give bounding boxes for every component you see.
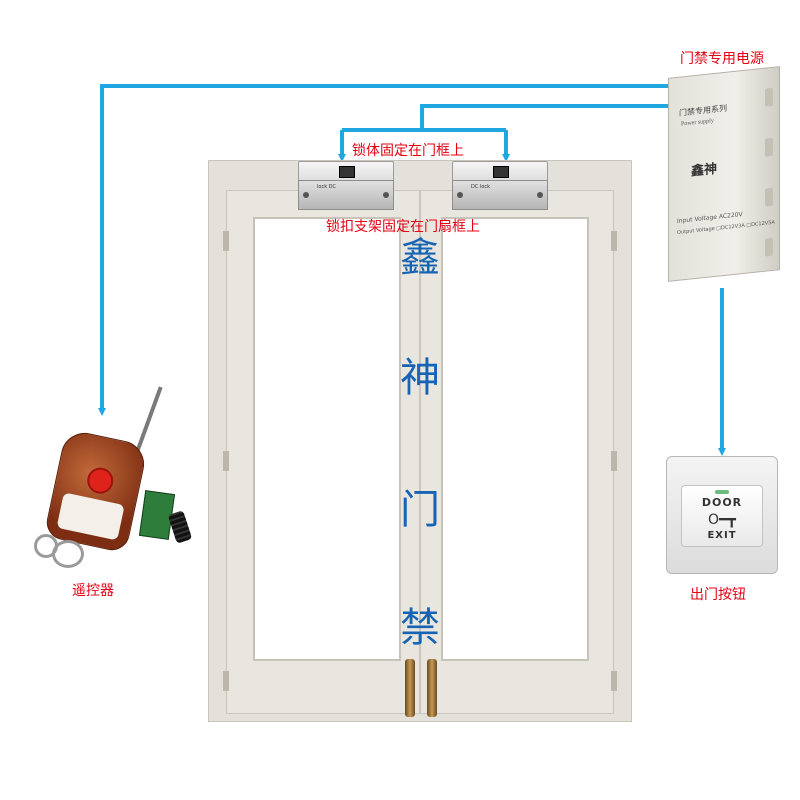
lock-bracket-left: lock DC bbox=[298, 180, 394, 210]
lock-terminal bbox=[493, 166, 509, 178]
exit-exit-text: EXIT bbox=[707, 530, 737, 541]
vent bbox=[765, 187, 773, 207]
hinge bbox=[223, 231, 229, 251]
door-handle-right bbox=[427, 659, 437, 717]
label-exit-button: 出门按钮 bbox=[690, 587, 746, 603]
lock-terminal bbox=[339, 166, 355, 178]
wire-power-to-remote bbox=[98, 84, 668, 416]
exit-button-plate: DOOR O━┳ EXIT bbox=[666, 456, 778, 574]
power-supply-box: 门禁专用系列 Power supply 鑫神 Input Voltage AC2… bbox=[668, 66, 780, 282]
power-sub-label: Power supply bbox=[681, 118, 714, 128]
wire-power-to-lock bbox=[420, 104, 668, 130]
screw bbox=[383, 192, 389, 198]
power-input-spec: Input Voltage AC220V bbox=[677, 211, 743, 225]
lock-bracket-right: DC lock bbox=[452, 180, 548, 210]
lock-label: lock DC bbox=[317, 184, 337, 190]
brand-char-3: 门 bbox=[400, 487, 440, 533]
exit-door-text: DOOR bbox=[701, 496, 743, 509]
label-power-supply: 门禁专用电源 bbox=[680, 51, 764, 67]
power-series-label: 门禁专用系列 bbox=[679, 103, 727, 118]
lock-label: DC lock bbox=[471, 184, 491, 190]
hinge bbox=[223, 671, 229, 691]
screw bbox=[303, 192, 309, 198]
hinge bbox=[611, 671, 617, 691]
remote-red-button[interactable] bbox=[84, 465, 116, 497]
glass-panel-left bbox=[253, 217, 401, 661]
door-leaf-right bbox=[420, 190, 617, 717]
power-brand-label: 鑫神 bbox=[691, 161, 718, 180]
door-leaf-left bbox=[223, 190, 420, 717]
label-remote: 遥控器 bbox=[72, 583, 114, 599]
key-ring bbox=[52, 540, 84, 568]
hinge bbox=[611, 231, 617, 251]
remote-label-pad bbox=[56, 492, 125, 541]
key-icon: O━┳ bbox=[708, 512, 736, 528]
door-handle-left bbox=[405, 659, 415, 717]
label-lock-body: 锁体固定在门框上 bbox=[352, 143, 464, 159]
screw bbox=[537, 192, 543, 198]
status-led bbox=[715, 490, 729, 494]
vent bbox=[765, 137, 773, 157]
hinge bbox=[223, 451, 229, 471]
label-lock-bracket: 锁扣支架固定在门扇框上 bbox=[326, 219, 480, 235]
hinge bbox=[611, 451, 617, 471]
vent bbox=[765, 237, 773, 257]
glass-panel-right bbox=[441, 217, 589, 661]
screw bbox=[457, 192, 463, 198]
exit-push-button[interactable]: DOOR O━┳ EXIT bbox=[681, 485, 763, 547]
vent bbox=[765, 87, 773, 107]
brand-char-2: 神 bbox=[400, 355, 440, 401]
brand-char-1: 鑫 bbox=[400, 235, 440, 281]
brand-char-4: 禁 bbox=[400, 605, 440, 651]
